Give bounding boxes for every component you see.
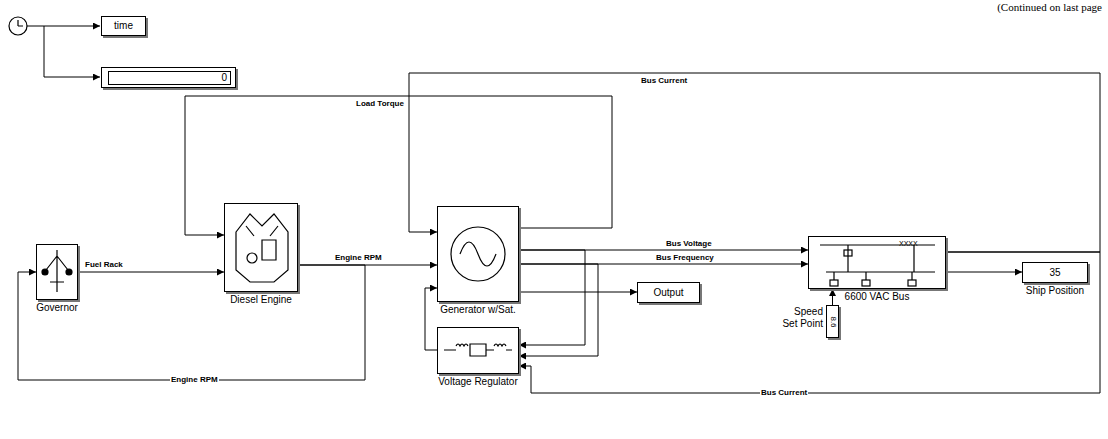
- signal-line: [18, 265, 365, 380]
- block-value: time: [114, 20, 133, 32]
- signal-line: [519, 292, 637, 293]
- block-value: XXXX: [899, 239, 918, 248]
- to-workspace-block: time: [101, 16, 146, 36]
- clock-icon: [9, 17, 27, 35]
- constant-block: 8.6Speed Set Point: [826, 305, 839, 338]
- signal-line: [78, 272, 224, 273]
- block-value: Output: [653, 287, 683, 299]
- generator-block: Generator w/Sat.: [437, 206, 519, 302]
- regulator-block: Voltage Regulator: [437, 327, 519, 374]
- signal-line: [185, 96, 612, 235]
- clock-wire: [27, 26, 100, 77]
- block-value: 8.6: [827, 316, 839, 327]
- block-caption: Diesel Engine: [230, 294, 292, 306]
- block-caption: Governor: [36, 302, 78, 314]
- signal-name: Fuel Rack: [84, 260, 124, 270]
- block-caption: Generator w/Sat.: [440, 304, 516, 316]
- signal-line: [946, 272, 1022, 273]
- block-caption: Voltage Regulator: [438, 376, 518, 388]
- signal-name: Load Torque: [355, 99, 405, 109]
- signal-name: Bus Frequency: [655, 253, 715, 263]
- output-port: Output: [637, 282, 700, 303]
- block-caption: Ship Position: [1026, 285, 1084, 297]
- signal-line: [519, 264, 598, 356]
- block-caption: Speed Set Point: [777, 306, 823, 330]
- block-icons: [42, 214, 935, 356]
- block-value: 0: [108, 71, 231, 85]
- signal-line: [425, 288, 437, 350]
- signal-name: Bus Current: [640, 76, 688, 86]
- block-caption: 6600 VAC Bus: [845, 291, 910, 303]
- signal-line: [519, 252, 1100, 393]
- block-value: 35: [1049, 267, 1060, 279]
- signal-name: Engine RPM: [170, 375, 219, 385]
- engine-block: Diesel Engine: [224, 203, 298, 292]
- signal-name: Bus Voltage: [665, 239, 713, 249]
- signal-line: [832, 289, 833, 305]
- signal-name: Bus Current: [760, 388, 808, 398]
- governor-block: Governor: [36, 244, 78, 300]
- signal-name: Engine RPM: [334, 253, 383, 263]
- display-block: 35Ship Position: [1022, 262, 1088, 283]
- signal-line: [409, 73, 1100, 252]
- bus-block: XXXX6600 VAC Bus: [808, 236, 946, 289]
- display-block: 0: [101, 67, 236, 88]
- page-note: (Continued on last page: [997, 1, 1102, 13]
